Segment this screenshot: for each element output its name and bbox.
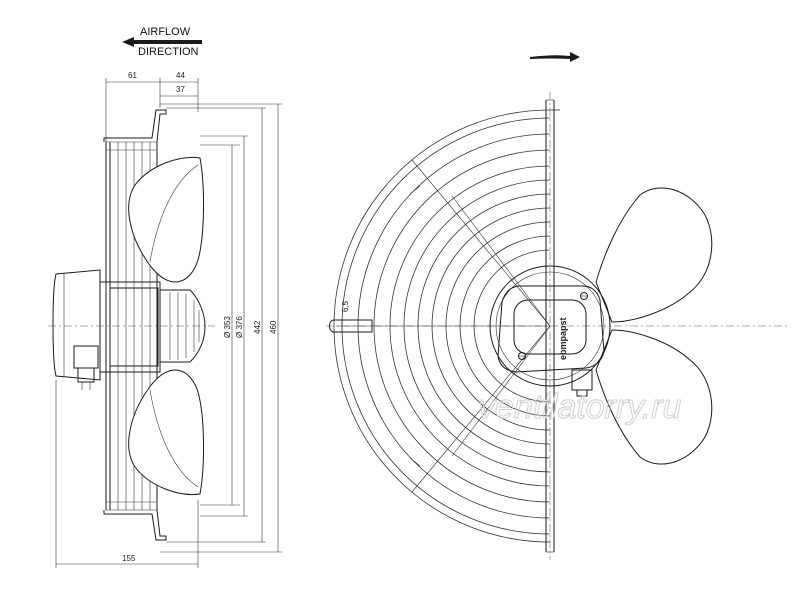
dim-376: Ø 376 bbox=[235, 316, 244, 338]
dim-353: Ø 353 bbox=[223, 316, 232, 338]
airflow-label-line2: DIRECTION bbox=[138, 46, 199, 58]
dim-6-5: 6,5 bbox=[341, 300, 350, 312]
blade-upper bbox=[595, 187, 713, 323]
brand-label: ebmpapst bbox=[558, 317, 568, 360]
airflow-arrow-icon bbox=[122, 37, 202, 47]
dim-460: 460 bbox=[269, 320, 278, 334]
side-view: 61 44 37 bbox=[48, 71, 282, 568]
watermark: ventilatorry.ru bbox=[478, 388, 682, 426]
blade-lower bbox=[595, 329, 713, 465]
front-view: 6,5 ebmpapst bbox=[326, 92, 790, 560]
dim-44: 44 bbox=[176, 71, 185, 80]
airflow-direction-label: AIRFLOW DIRECTION bbox=[122, 26, 202, 58]
airflow-label-line1: AIRFLOW bbox=[140, 26, 191, 38]
dim-155: 155 bbox=[122, 554, 136, 563]
dim-37: 37 bbox=[176, 85, 185, 94]
rotation-arrow-icon bbox=[530, 52, 580, 62]
dim-442: 442 bbox=[253, 320, 262, 334]
dim-61: 61 bbox=[128, 71, 137, 80]
